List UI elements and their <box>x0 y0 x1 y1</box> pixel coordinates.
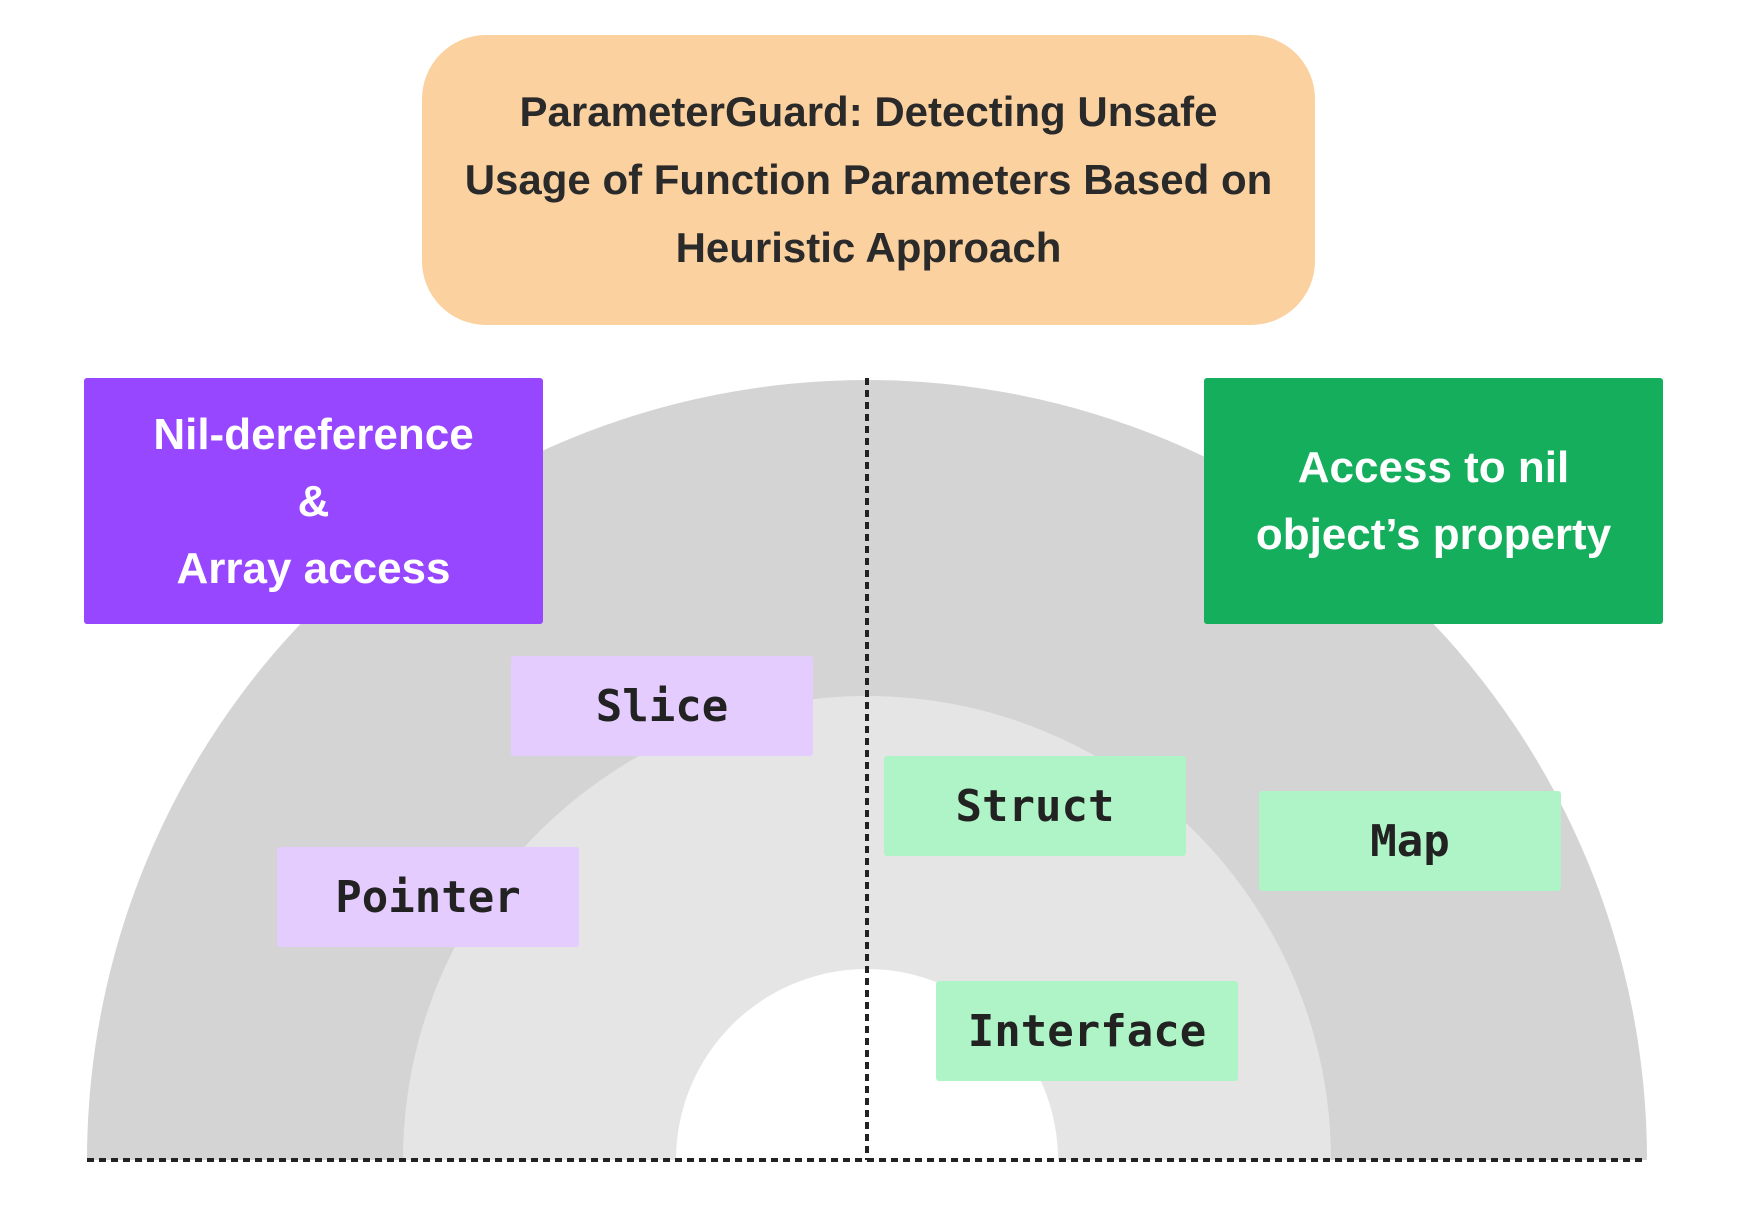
struct-tag: Struct <box>884 756 1186 856</box>
category-line: Array access <box>176 543 451 593</box>
title-line: ParameterGuard: Detecting Unsafe <box>519 88 1218 135</box>
nil-dereference-box: Nil-dereference & Array access <box>84 378 543 624</box>
access-nil-property-label: Access to nil object’s property <box>1256 434 1611 568</box>
title-line: Heuristic Approach <box>675 224 1062 271</box>
pointer-label: Pointer <box>335 871 521 923</box>
map-tag: Map <box>1259 791 1561 891</box>
category-line: Nil-dereference <box>153 409 474 459</box>
category-line: Access to nil <box>1297 443 1570 492</box>
slice-tag: Slice <box>511 656 813 756</box>
interface-label: Interface <box>967 1005 1207 1057</box>
title-box: ParameterGuard: Detecting Unsafe Usage o… <box>422 35 1315 325</box>
title-line: Usage of Function Parameters Based on <box>464 156 1273 203</box>
category-line: object’s property <box>1255 510 1612 559</box>
interface-tag: Interface <box>936 981 1238 1081</box>
pointer-tag: Pointer <box>277 847 579 947</box>
title-text: ParameterGuard: Detecting Unsafe Usage o… <box>465 78 1273 282</box>
struct-label: Struct <box>955 780 1115 832</box>
slice-label: Slice <box>595 680 729 732</box>
access-nil-property-box: Access to nil object’s property <box>1204 378 1663 624</box>
map-label: Map <box>1370 815 1450 867</box>
nil-dereference-label: Nil-dereference & Array access <box>153 401 473 602</box>
category-line: & <box>297 476 330 526</box>
